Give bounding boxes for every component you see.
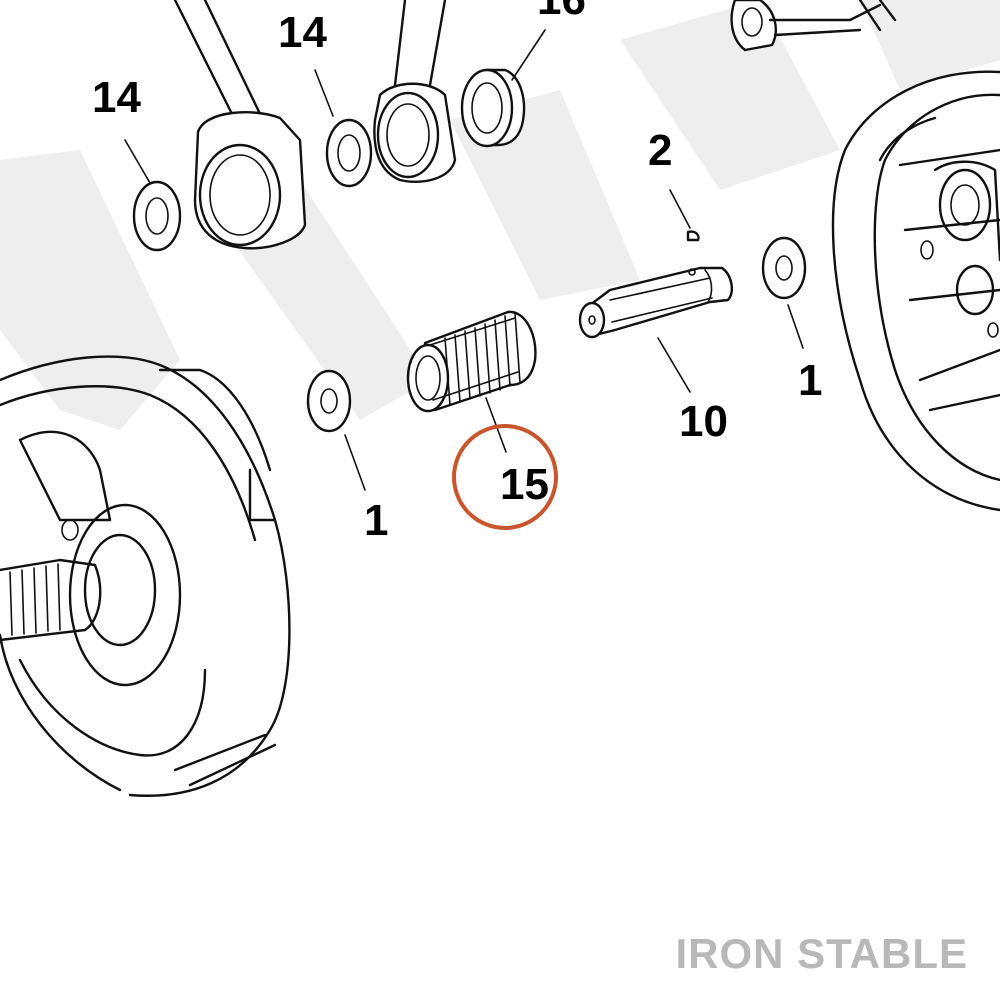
crank-part-top xyxy=(730,0,897,52)
highlight-circle xyxy=(452,424,558,530)
washer-14-right xyxy=(325,118,373,188)
thrust-washer-1-right xyxy=(761,236,807,300)
callout-1-right: 1 xyxy=(798,356,822,405)
callout-15: 15 xyxy=(500,460,549,509)
callout-14-left: 14 xyxy=(92,73,141,122)
brand-logo: IRON STABLE xyxy=(675,930,968,977)
thrust-washer-1-left xyxy=(306,369,352,433)
connecting-rod-left xyxy=(173,0,307,250)
woodruff-key-2 xyxy=(686,230,700,242)
callout-10: 10 xyxy=(679,397,728,446)
connecting-rod-right xyxy=(373,0,457,183)
crank-pin-10 xyxy=(578,266,734,339)
bearing-16 xyxy=(460,68,526,148)
watermark xyxy=(0,0,1000,430)
callout-1-left: 1 xyxy=(364,496,388,545)
callout-14-right: 14 xyxy=(278,8,327,57)
callout-16: 16 xyxy=(537,0,586,24)
flywheel-left xyxy=(0,355,291,797)
needle-bearing-15 xyxy=(406,310,537,413)
washer-14-left xyxy=(132,180,182,252)
callout-2: 2 xyxy=(648,126,672,175)
flywheel-right xyxy=(831,70,1000,512)
